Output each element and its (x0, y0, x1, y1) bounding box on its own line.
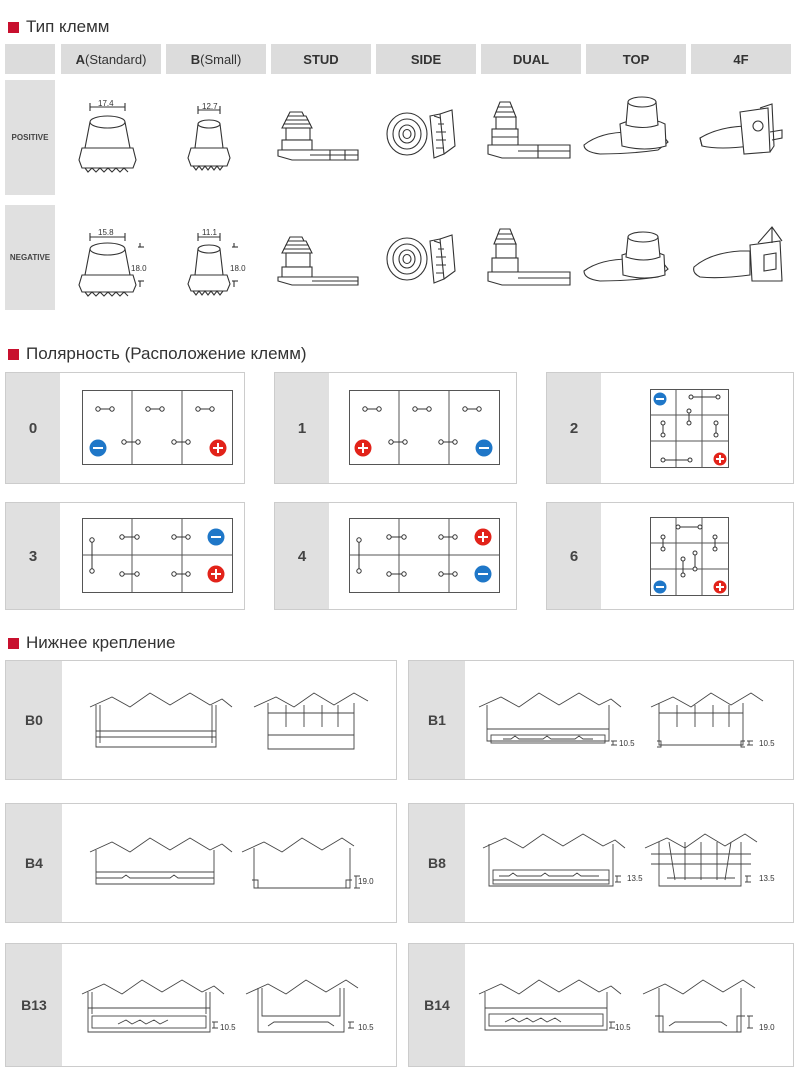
positive-terminal-icon (354, 439, 372, 457)
header-corner (5, 44, 55, 74)
terminal-4f-negative-icon (693, 226, 783, 282)
negative-terminal-icon (653, 580, 667, 594)
mounting-b13-label: B13 (6, 944, 62, 1066)
mounting-b0-diagram (89, 692, 369, 750)
row-label-positive: POSITIVE (5, 80, 55, 195)
dim-b1-right: 10.5 (759, 739, 775, 748)
polarity-4-card: 4 (274, 502, 517, 610)
header-a: A(Standard) (61, 44, 161, 74)
mounting-b0-card: B0 (5, 660, 397, 780)
mounting-b14-diagram (478, 979, 756, 1033)
negative-terminal-drawings (78, 226, 783, 297)
dim-b-positive: 12.7 (202, 102, 218, 111)
terminal-top-negative-icon (583, 231, 669, 282)
positive-terminal-icon (713, 580, 727, 594)
mounting-b8-diagram (482, 833, 758, 887)
mounting-b8-card: B8 13.5 13.5 (408, 803, 794, 923)
header-side: SIDE (376, 44, 476, 74)
dim-b4-right: 19.0 (358, 877, 374, 886)
section-marker (8, 21, 19, 33)
polarity-1-diagram (349, 390, 500, 465)
row-label-negative: NEGATIVE (5, 205, 55, 310)
polarity-3-label: 3 (6, 503, 60, 609)
polarity-0-card: 0 (5, 372, 245, 484)
dim-a-positive: 17.4 (98, 99, 114, 108)
polarity-6-label: 6 (547, 503, 601, 609)
polarity-3-diagram (82, 518, 233, 593)
polarity-0-diagram (82, 390, 233, 465)
dim-b1-left: 10.5 (619, 739, 635, 748)
negative-terminal-icon (474, 565, 492, 583)
mounting-b8-label: B8 (409, 804, 465, 922)
positive-terminal-icon (207, 565, 225, 583)
positive-terminal-icon (209, 439, 227, 457)
terminal-4f-positive-icon (699, 103, 783, 155)
header-dual: DUAL (481, 44, 581, 74)
mounting-b0-label: B0 (6, 661, 62, 779)
mounting-b13-card: B13 10.5 10.5 (5, 943, 397, 1067)
terminal-stud-positive-icon (277, 111, 359, 161)
mounting-b13-diagram (81, 979, 359, 1033)
mounting-b4-label: B4 (6, 804, 62, 922)
mounting-b1-label: B1 (409, 661, 465, 779)
positive-terminal-icon (474, 528, 492, 546)
dim-b8-left: 13.5 (627, 874, 643, 883)
header-stud: STUD (271, 44, 371, 74)
mounting-b4-diagram (89, 837, 360, 889)
dim-b8-right: 13.5 (759, 874, 775, 883)
polarity-2-label: 2 (547, 373, 601, 483)
terminal-side-negative-icon (386, 234, 456, 284)
terminal-types-title: Тип клемм (8, 17, 109, 37)
terminal-b-negative-icon (187, 233, 238, 296)
dim-b-negative-height: 18.0 (230, 264, 246, 273)
mounting-b1-card: B1 10.5 10.5 (408, 660, 794, 780)
polarity-3-card: 3 (5, 502, 245, 610)
terminal-side-positive-icon (386, 109, 456, 159)
polarity-6-diagram (650, 517, 729, 596)
negative-terminal-icon (475, 439, 493, 457)
terminal-dual-negative-icon (487, 228, 571, 286)
dim-a-negative-width: 15.8 (98, 228, 114, 237)
dim-a-negative-height: 18.0 (131, 264, 147, 273)
dim-b-negative-width: 11.1 (202, 228, 217, 237)
section-marker (8, 637, 19, 649)
terminal-a-positive-icon (78, 103, 137, 173)
negative-terminal-icon (89, 439, 107, 457)
polarity-2-card: 2 (546, 372, 794, 484)
mounting-b14-label: B14 (409, 944, 465, 1066)
terminal-a-negative-icon (78, 233, 144, 297)
mounting-b14-card: B14 10.5 19.0 (408, 943, 794, 1067)
header-top: TOP (586, 44, 686, 74)
terminal-top-positive-icon (583, 96, 669, 155)
polarity-0-label: 0 (6, 373, 60, 483)
polarity-6-card: 6 (546, 502, 794, 610)
polarity-title: Полярность (Расположение клемм) (8, 344, 307, 364)
mounting-b1-diagram (478, 692, 764, 748)
polarity-4-diagram (349, 518, 500, 593)
mounting-title: Нижнее крепление (8, 633, 175, 653)
dim-b13-left: 10.5 (220, 1023, 236, 1032)
header-4f: 4F (691, 44, 791, 74)
dim-b14-left: 10.5 (615, 1023, 631, 1032)
mounting-b4-card: B4 19.0 (5, 803, 397, 923)
polarity-1-card: 1 (274, 372, 517, 484)
negative-terminal-icon (207, 528, 225, 546)
dim-b14-right: 19.0 (759, 1023, 775, 1032)
section-marker (8, 348, 19, 360)
negative-terminal-icon (653, 392, 667, 406)
header-b: B(Small) (166, 44, 266, 74)
terminal-stud-negative-icon (277, 236, 359, 286)
polarity-2-diagram (650, 389, 729, 468)
terminal-b-positive-icon (187, 106, 231, 171)
positive-terminal-drawings (78, 96, 783, 173)
polarity-1-label: 1 (275, 373, 329, 483)
terminal-dual-positive-icon (487, 101, 571, 159)
polarity-4-label: 4 (275, 503, 329, 609)
dim-b13-right: 10.5 (358, 1023, 374, 1032)
positive-terminal-icon (713, 452, 727, 466)
